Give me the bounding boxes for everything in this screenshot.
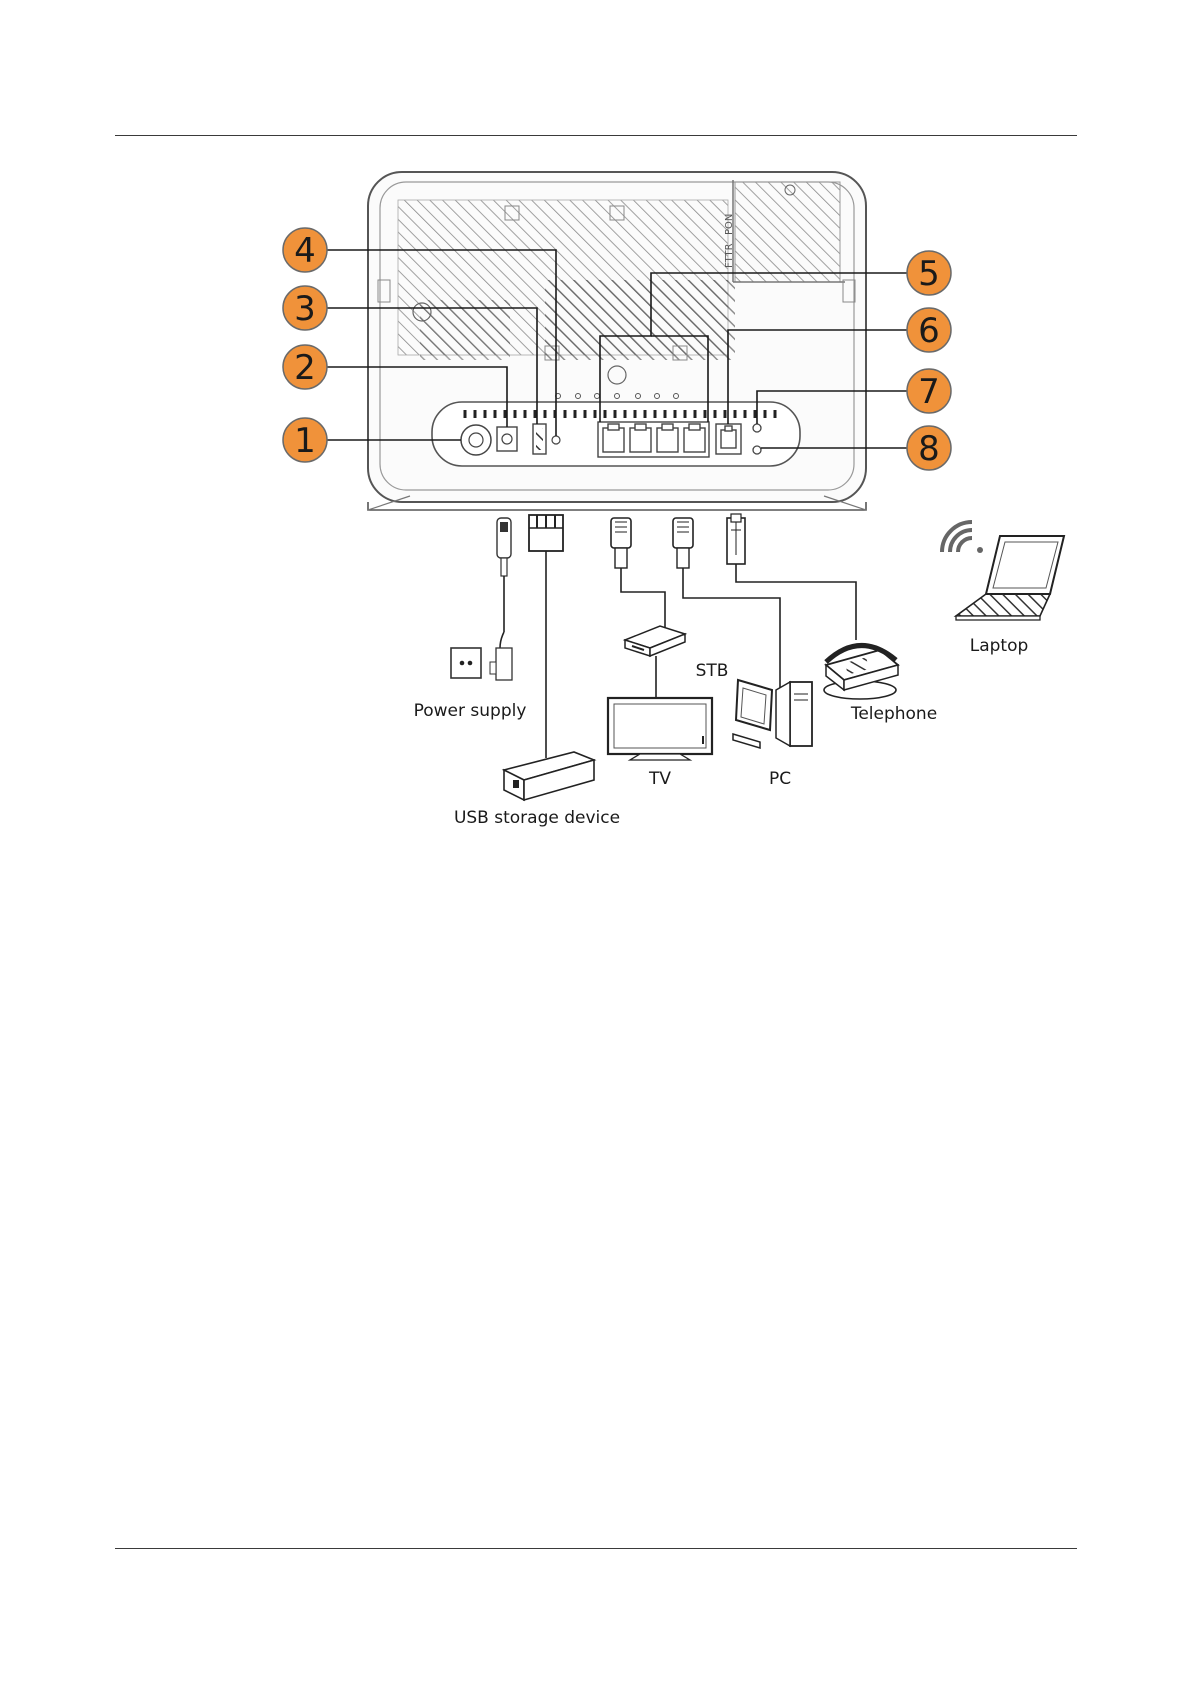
svg-text:5: 5 xyxy=(918,254,940,294)
pc-label: PC xyxy=(769,769,791,789)
power-port xyxy=(497,427,517,451)
reset-button xyxy=(552,436,560,444)
telephone-icon xyxy=(824,645,898,699)
lan-ports xyxy=(598,422,709,457)
phone-cable xyxy=(736,564,856,640)
usb-storage-label: USB storage device xyxy=(454,808,620,828)
wifi-icon xyxy=(942,522,983,553)
usb-port xyxy=(533,424,546,454)
ethernet-plug-pc xyxy=(673,518,693,568)
power-plug xyxy=(497,518,511,576)
tv-label: TV xyxy=(648,769,671,789)
power-supply-label: Power supply xyxy=(414,701,527,721)
ethernet-plug-stb xyxy=(611,518,631,568)
stb-label: STB xyxy=(696,661,729,681)
svg-text:4: 4 xyxy=(294,231,316,271)
power-adapter xyxy=(490,648,512,680)
power-outlet-icon xyxy=(451,648,481,678)
callout-8: 8 xyxy=(907,426,951,470)
callout-3: 3 xyxy=(283,286,327,330)
pon-marking: PON xyxy=(724,214,735,235)
svg-text:2: 2 xyxy=(294,348,316,388)
power-cable xyxy=(500,576,504,648)
laptop-label: Laptop xyxy=(970,636,1029,656)
usb-plug xyxy=(529,515,563,551)
svg-text:7: 7 xyxy=(918,372,940,412)
pc-icon xyxy=(733,680,812,748)
wlan-wps-button xyxy=(753,424,761,432)
usb-storage-icon xyxy=(504,752,594,800)
svg-text:8: 8 xyxy=(918,429,940,469)
tel-port xyxy=(716,424,741,454)
stb-cable xyxy=(621,568,665,628)
svg-text:6: 6 xyxy=(918,311,940,351)
callout-4: 4 xyxy=(283,228,327,272)
svg-text:3: 3 xyxy=(294,289,316,329)
laptop-icon xyxy=(956,536,1064,620)
callout-5: 5 xyxy=(907,251,951,295)
led-button xyxy=(753,446,761,454)
callout-2: 2 xyxy=(283,345,327,389)
fttr-marking: FTTR xyxy=(724,243,735,268)
svg-text:1: 1 xyxy=(294,421,316,461)
callout-7: 7 xyxy=(907,369,951,413)
on-off-button xyxy=(461,425,491,455)
callout-6: 6 xyxy=(907,308,951,352)
phone-plug xyxy=(727,514,745,564)
callout-1: 1 xyxy=(283,418,327,462)
stb-icon xyxy=(625,626,685,656)
tv-icon xyxy=(608,698,712,760)
telephone-label: Telephone xyxy=(850,704,937,724)
